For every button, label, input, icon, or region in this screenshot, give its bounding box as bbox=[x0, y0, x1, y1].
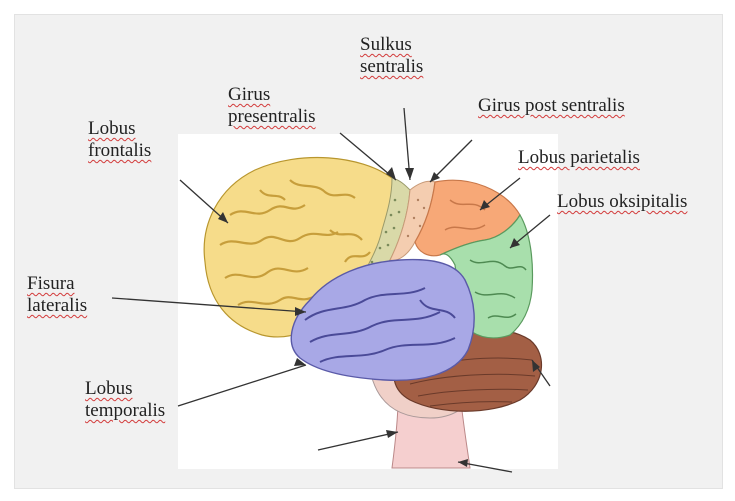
label-line: Lobus oksipitalis bbox=[557, 191, 687, 213]
label-line: lateralis bbox=[27, 295, 87, 317]
label-line: Lobus bbox=[88, 118, 151, 140]
label-line: Lobus bbox=[85, 378, 165, 400]
label-line: temporalis bbox=[85, 400, 165, 422]
label-lobus-frontalis: Lobus frontalis bbox=[88, 118, 151, 162]
label-lobus-parietalis: Lobus parietalis bbox=[518, 147, 640, 169]
label-line: sentralis bbox=[360, 56, 423, 78]
label-fisura-lateralis: Fisura lateralis bbox=[27, 273, 87, 317]
label-line: Sulkus bbox=[360, 34, 423, 56]
label-girus-presentralis: Girus presentralis bbox=[228, 84, 316, 128]
label-line: Girus post sentralis bbox=[478, 95, 625, 117]
label-line: presentralis bbox=[228, 106, 316, 128]
label-lobus-oksipitalis: Lobus oksipitalis bbox=[557, 191, 687, 213]
label-girus-post-sentralis: Girus post sentralis bbox=[478, 95, 625, 117]
label-line: frontalis bbox=[88, 140, 151, 162]
label-lobus-temporalis: Lobus temporalis bbox=[85, 378, 165, 422]
label-line: Girus bbox=[228, 84, 316, 106]
label-sulkus-sentralis: Sulkus sentralis bbox=[360, 34, 423, 78]
label-line: Lobus parietalis bbox=[518, 147, 640, 169]
label-line: Fisura bbox=[27, 273, 87, 295]
